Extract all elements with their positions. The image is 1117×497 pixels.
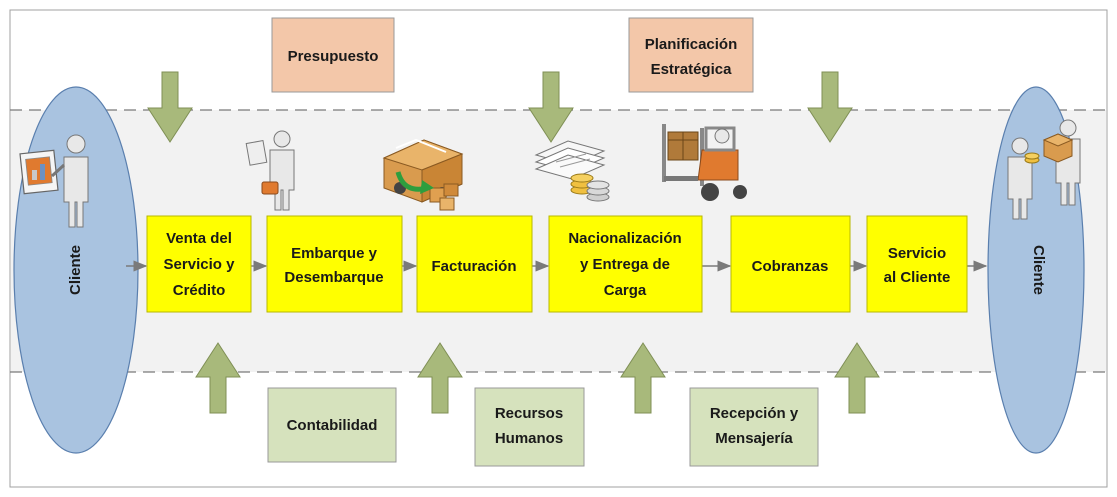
process-step-nacionalizacion: Nacionalización y Entrega de Carga: [548, 215, 703, 313]
bottom-box-label: Recursos: [495, 405, 563, 422]
top-box-planificacion: Planificación Estratégica: [628, 17, 754, 93]
bottom-box-label: Humanos: [495, 430, 563, 447]
business-person-icon: [245, 130, 295, 211]
process-step-label: Servicio: [888, 245, 946, 262]
process-step-label: Embarque y: [291, 245, 378, 262]
process-step-label: y Entrega de: [580, 256, 670, 273]
down-arrow: [807, 71, 853, 143]
process-step-label: Venta del: [166, 230, 232, 247]
process-step-label: Facturación: [431, 258, 516, 275]
forklift-icon: [662, 124, 747, 201]
top-box-label: Estratégica: [651, 61, 733, 78]
up-arrow: [417, 342, 463, 414]
process-step-label: Carga: [604, 282, 647, 299]
process-step-label: Nacionalización: [568, 230, 681, 247]
bottom-box-label: Contabilidad: [287, 417, 378, 434]
process-step-servicio: Servicio al Cliente: [866, 215, 968, 313]
documents-coins-icon: [534, 140, 610, 202]
bottom-box-recursos: Recursos Humanos: [474, 387, 585, 467]
up-arrow: [834, 342, 880, 414]
process-step-embarque: Embarque y Desembarque: [266, 215, 403, 313]
top-box-presupuesto: Presupuesto: [271, 17, 395, 93]
bottom-box-label: Recepción y: [710, 405, 799, 422]
presentation-person-icon: [19, 134, 89, 228]
bottom-box-label: Mensajería: [715, 430, 793, 447]
process-step-label: Cobranzas: [752, 258, 829, 275]
top-box-label: Planificación: [645, 36, 738, 53]
bottom-box-recepcion: Recepción y Mensajería: [689, 387, 819, 467]
delivery-truck-icon: [382, 138, 464, 211]
up-arrow: [620, 342, 666, 414]
process-step-label: Servicio y: [164, 256, 236, 273]
process-step-label: Desembarque: [284, 269, 383, 286]
process-step-facturacion: Facturación: [416, 215, 533, 313]
down-arrow: [147, 71, 193, 143]
down-arrow: [528, 71, 574, 143]
client-left-label: Cliente: [67, 245, 84, 295]
process-step-label: Crédito: [173, 282, 226, 299]
top-box-label: Presupuesto: [288, 48, 379, 65]
process-step-cobranzas: Cobranzas: [730, 215, 851, 313]
process-step-venta: Venta del Servicio y Crédito: [146, 215, 252, 313]
bottom-box-contabilidad: Contabilidad: [267, 387, 397, 463]
client-right-label: Cliente: [1030, 245, 1047, 295]
process-step-label: al Cliente: [884, 269, 951, 286]
up-arrow: [195, 342, 241, 414]
handover-persons-icon: [1007, 119, 1081, 220]
